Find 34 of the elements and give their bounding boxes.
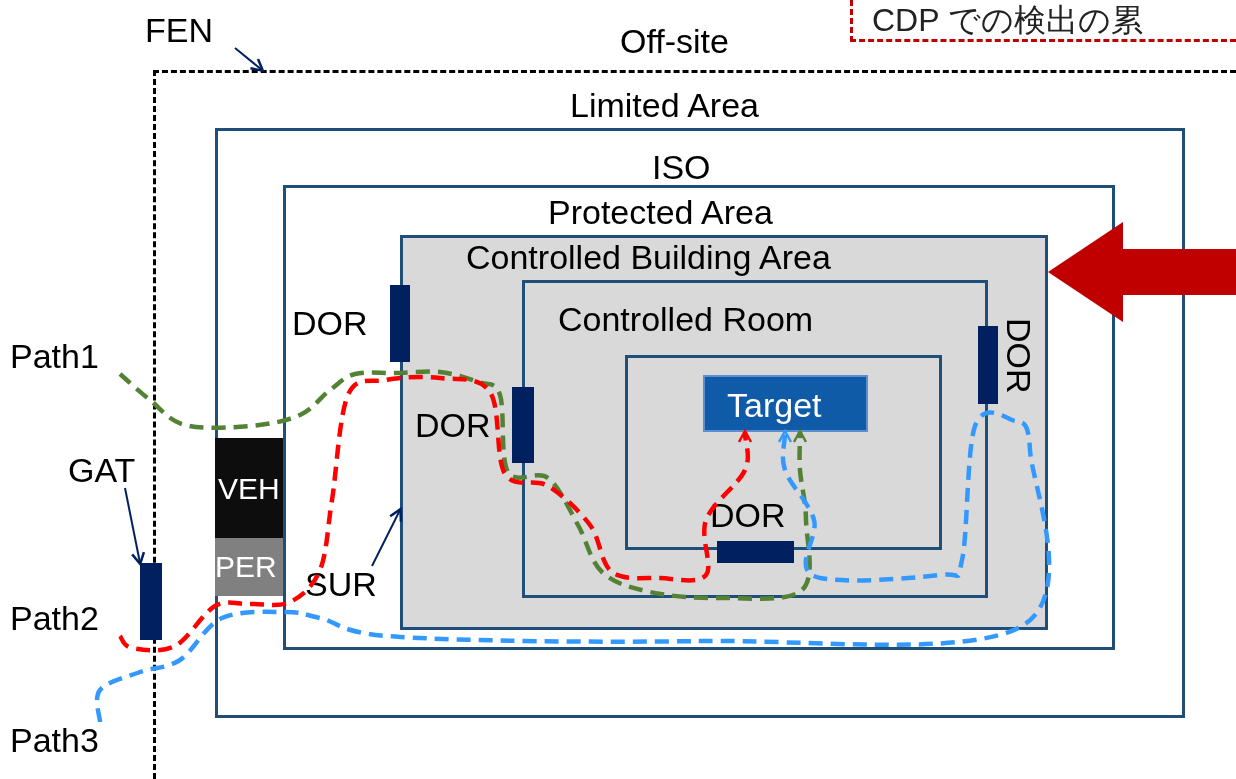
path-line	[94, 412, 1052, 723]
zone-label: Protected Area	[548, 195, 773, 229]
zone-label: VEH	[218, 474, 280, 504]
target-box	[703, 375, 868, 432]
building-area-box	[400, 235, 1048, 630]
door-bar	[140, 563, 162, 640]
zone-label: Controlled Room	[558, 302, 814, 336]
callout-label: GAT	[68, 452, 150, 488]
callout-label: FEN	[145, 12, 235, 48]
callout-box	[850, 0, 1236, 42]
path-label: Path1	[10, 338, 120, 374]
leader-line	[124, 487, 146, 566]
door-label: DOR	[292, 306, 368, 340]
target-label: Target	[727, 388, 822, 422]
zone-label: PER	[215, 552, 277, 582]
zone-label: Off-site	[620, 24, 729, 58]
path-label: Path2	[10, 600, 120, 636]
leader-line	[371, 507, 403, 567]
path-line	[118, 369, 812, 602]
personnel-barrier	[215, 538, 283, 596]
callout-label: SUR	[305, 566, 393, 602]
zone-box	[283, 185, 1115, 650]
zone-label: Limited Area	[570, 88, 759, 122]
zone-label: Controlled Building Area	[466, 240, 831, 274]
path-label: Path3	[10, 722, 120, 758]
leader-line	[234, 47, 265, 72]
door-label: DOR	[415, 408, 491, 442]
arrow	[1048, 222, 1236, 322]
zone-label: CDP での検出の累	[872, 4, 1143, 36]
zone-label: ISO	[652, 150, 711, 184]
path-line	[118, 374, 753, 653]
vehicle-barrier	[215, 438, 283, 538]
door-label: DOR	[1002, 318, 1036, 394]
door-label: DOR	[710, 498, 786, 532]
